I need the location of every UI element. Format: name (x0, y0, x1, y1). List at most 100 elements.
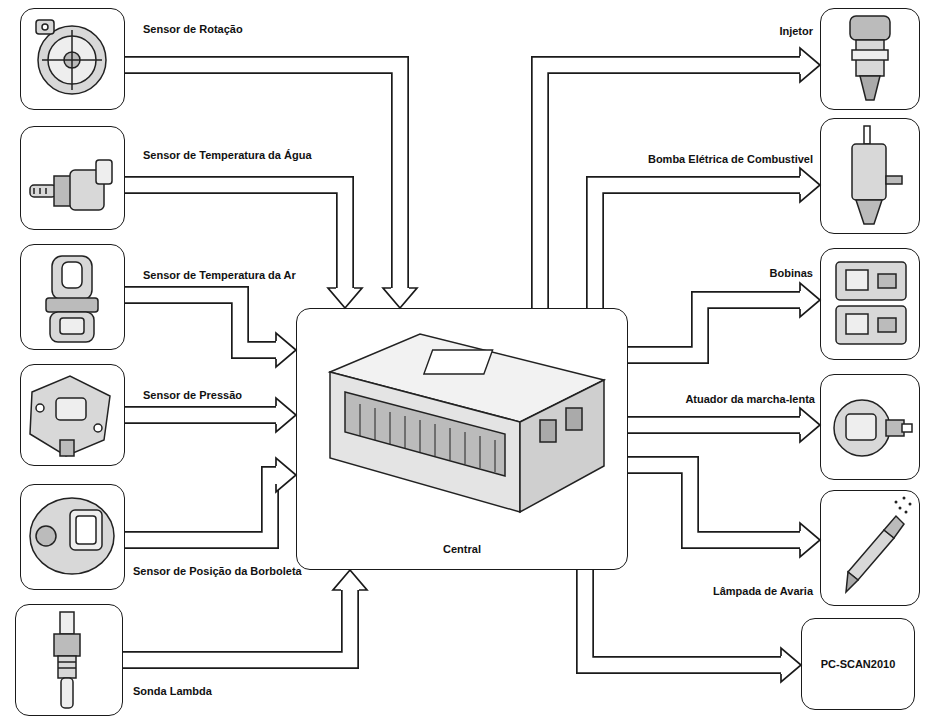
arrow-fill (585, 570, 781, 665)
ecu-illustration (330, 334, 604, 512)
arrow-outline (540, 65, 800, 308)
ecu-illustration-part-part (480, 436, 481, 468)
arrow-outline (125, 406, 276, 424)
ecu-illustration-part-part (360, 404, 361, 436)
rotation-sensor-icon-part (36, 20, 54, 34)
arrow-fill (628, 465, 800, 540)
ecu-illustration-part-part (420, 420, 421, 452)
warning-lamp-icon (846, 497, 912, 593)
part-name: Sensor de Pressão (143, 389, 242, 402)
block-arrow (123, 570, 367, 660)
arrow-outline (125, 185, 345, 288)
sensor-box: Sensor de Temperatura da Ar (20, 244, 125, 350)
lambda-probe-icon-part (60, 612, 74, 634)
warning-lamp-icon-part (895, 497, 912, 514)
water-temp-sensor-icon-part (33, 188, 35, 194)
pressure-sensor-icon-part (60, 440, 74, 456)
part-name: Atuador da marcha-lenta (685, 393, 815, 406)
throttle-sensor-icon-part (70, 510, 102, 550)
arrow-outline (585, 570, 781, 665)
idle-actuator-icon (834, 400, 912, 456)
air-temp-sensor-icon-part (50, 312, 94, 342)
arrow-fill (540, 65, 800, 308)
ecu-illustration-part (345, 392, 505, 476)
arrow-outline (125, 475, 276, 540)
arrow-fill (125, 295, 276, 350)
arrow-outline (628, 300, 800, 355)
part-name: Bobinas (770, 267, 813, 280)
part-name: Sensor de Temperatura da Ar (143, 269, 296, 282)
throttle-sensor-icon (30, 498, 114, 574)
fuel-pump-icon-part (886, 176, 902, 184)
scanner-box: PC-SCAN2010 (801, 618, 915, 710)
fuel-pump-icon (852, 126, 902, 224)
arrow-head (276, 458, 296, 492)
ecu-illustration-part (566, 408, 582, 430)
box-label: Central (297, 543, 627, 556)
lambda-probe-icon-part (58, 667, 76, 669)
injector-icon (850, 16, 890, 100)
idle-actuator-icon-part (834, 400, 890, 456)
injector-icon-part (850, 16, 890, 40)
block-arrow (628, 408, 820, 442)
actuator-box: Injetor (820, 8, 920, 110)
ignition-coils-icon-part (846, 314, 868, 334)
arrow-outline (628, 465, 800, 540)
actuator-box: Atuador da marcha-lenta (820, 374, 920, 480)
water-temp-sensor-icon-part (39, 188, 41, 194)
idle-actuator-icon-part (902, 424, 912, 432)
block-arrow (125, 295, 296, 367)
arrow-head (800, 523, 820, 557)
ecu-illustration-part-part (375, 408, 376, 440)
ecu-illustration-part (520, 380, 604, 512)
part-name: Lâmpada de Avaria (713, 585, 813, 598)
ecu-illustration-part-part (390, 412, 391, 444)
block-arrow (628, 283, 820, 355)
block-arrow (540, 48, 820, 308)
sensor-box: Sonda Lambda (15, 604, 123, 716)
water-temp-sensor-icon-part (96, 160, 112, 184)
arrow-fill (628, 418, 800, 433)
water-temp-sensor-icon-part (45, 188, 47, 194)
idle-actuator-icon-part (846, 414, 876, 440)
sensor-box: Sensor de Rotação (20, 8, 125, 110)
warning-lamp-icon-part (846, 572, 858, 592)
rotation-sensor-icon-part (38, 26, 106, 94)
pressure-sensor-icon-part (36, 404, 44, 412)
arrow-fill (125, 185, 345, 288)
throttle-sensor-icon-part (30, 498, 114, 574)
rotation-sensor-icon-part (42, 24, 48, 30)
ecu-illustration-part-part (435, 424, 436, 456)
air-temp-sensor-icon-part (46, 298, 98, 312)
fuel-pump-icon-part (852, 144, 886, 200)
arrow-fill (628, 300, 800, 355)
arrow-head (800, 168, 820, 202)
lambda-probe-icon-part (54, 634, 80, 656)
part-name: Sensor de Rotação (143, 23, 243, 36)
throttle-sensor-icon-part (76, 516, 96, 544)
lambda-probe-icon-part (61, 678, 73, 708)
arrow-outline (628, 416, 800, 434)
sensor-box: Sensor de Posição da Borboleta (20, 484, 125, 590)
ignition-coils-icon-part (846, 270, 868, 290)
ecu-illustration-part (330, 372, 520, 512)
ecu-illustration-part-part (405, 416, 406, 448)
arrow-head (276, 333, 296, 367)
air-temp-sensor-icon-part (62, 262, 82, 288)
injector-icon-part (860, 76, 880, 100)
air-temp-sensor-icon (46, 256, 98, 342)
warning-lamp-icon-part-part (909, 503, 912, 506)
ecu-box: Central (296, 308, 628, 570)
air-temp-sensor-icon-part (52, 256, 92, 300)
ecu-illustration-part-part (450, 428, 451, 460)
injector-icon-part (852, 50, 888, 60)
pressure-sensor-icon-part (30, 376, 110, 456)
ecu-illustration-part (360, 404, 495, 472)
warning-lamp-icon-part-part (903, 497, 906, 500)
block-arrow (628, 465, 820, 557)
warning-lamp-icon-part-part (899, 507, 902, 510)
actuator-box: Bomba Elétrica de Combustivel (820, 118, 920, 234)
